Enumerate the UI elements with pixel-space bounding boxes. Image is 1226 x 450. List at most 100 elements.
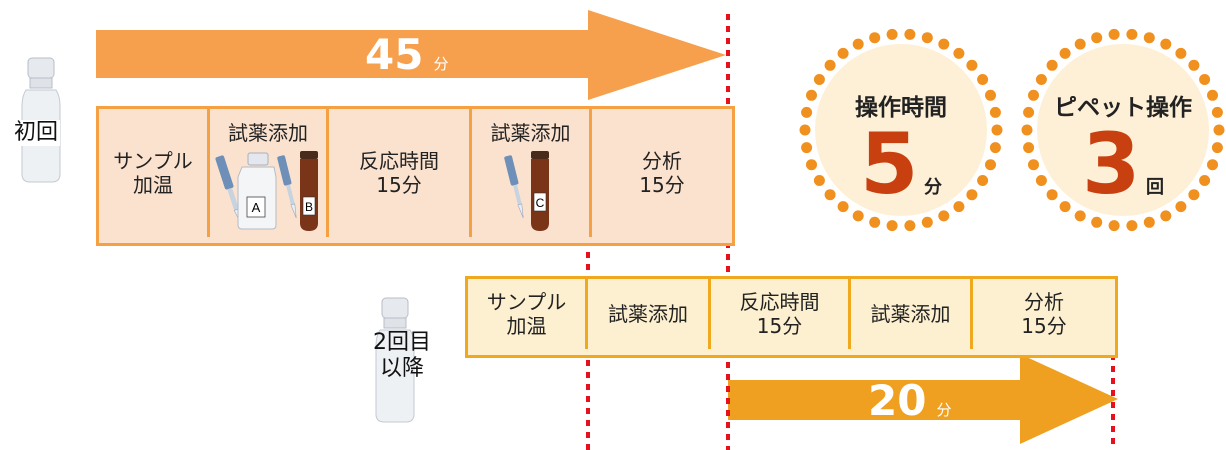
badge-dot — [1108, 28, 1120, 40]
second-step-5: 分析 15分 — [973, 279, 1115, 349]
badge-dot — [869, 216, 881, 228]
badge-dot — [985, 89, 996, 101]
badge-dot — [921, 32, 933, 44]
top-arrow-number: 45 — [365, 30, 424, 79]
step-line: 反応時間 — [359, 149, 439, 173]
badge-dot — [966, 189, 978, 201]
step-line: 加温 — [506, 314, 547, 338]
badge-dot — [869, 32, 881, 44]
badge-dot — [904, 28, 916, 40]
step-line: 15分 — [376, 173, 422, 197]
badge-background — [1037, 44, 1209, 216]
badge-dot — [852, 38, 864, 50]
badge-dot — [837, 201, 849, 213]
badge-dot — [801, 142, 813, 154]
second-run-label: 2回目 以降 — [362, 330, 442, 382]
step-line: 加温 — [133, 173, 173, 197]
tube-c-label: C — [535, 196, 544, 210]
badge-unit: 回 — [1146, 177, 1165, 198]
step-line: 試薬添加 — [490, 121, 571, 145]
tube-a-label: A — [252, 200, 261, 215]
badge-dot — [1126, 220, 1138, 232]
badge-dot — [1188, 59, 1200, 71]
second-run-label-line2: 以降 — [379, 356, 424, 381]
step-line: 試薬添加 — [228, 121, 308, 145]
badge-value: 5 — [859, 115, 919, 213]
badge-dot — [824, 189, 836, 201]
badge-dot — [824, 59, 836, 71]
badge-dot — [985, 159, 996, 171]
second-step-3: 反応時間 15分 — [711, 279, 851, 349]
first-step-4: 試薬添加 C — [472, 109, 592, 237]
first-run-label: 初回 — [12, 120, 61, 146]
badge-dot — [953, 47, 965, 59]
step-line: 分析 — [642, 149, 682, 173]
bottom-arrow — [728, 354, 1118, 444]
badge-dot — [991, 124, 1003, 136]
reagent-ab-icon: A B — [215, 151, 318, 231]
badge-pipette-count: ピペット操作 3 回 — [1040, 88, 1206, 212]
badge-dot — [1108, 220, 1120, 232]
badge-dot — [799, 124, 811, 136]
badge-title: ピペット操作 — [1054, 95, 1192, 121]
badge-dot — [904, 220, 916, 232]
badge-dot — [1046, 189, 1058, 201]
badge-unit: 分 — [924, 177, 943, 198]
badge-dot — [806, 159, 817, 171]
badge-dot — [1143, 32, 1155, 44]
step-line: 試薬添加 — [870, 302, 951, 326]
badge-dot — [1046, 59, 1058, 71]
badge-dot — [1188, 189, 1200, 201]
first-step-5: 分析 15分 — [592, 109, 732, 237]
badge-dot — [1059, 201, 1071, 213]
badge-dot — [1028, 89, 1039, 101]
first-step-1: サンプル 加温 — [99, 109, 210, 237]
second-step-1: サンプル 加温 — [468, 279, 588, 349]
badge-dot — [1023, 106, 1035, 118]
badge-dot — [953, 201, 965, 213]
badge-dot — [837, 47, 849, 59]
badge-dot — [886, 220, 898, 232]
step-line: 15分 — [1021, 314, 1067, 338]
second-run-label-line1: 2回目 — [373, 330, 431, 355]
step-line: 15分 — [639, 173, 685, 197]
bottom-arrow-label: 20 分 — [868, 376, 951, 425]
badge-dot — [1023, 142, 1035, 154]
first-step-2: 試薬添加 A B — [210, 109, 329, 237]
sample-bottle-2-icon — [375, 297, 415, 423]
badge-dot — [1021, 124, 1033, 136]
second-step-4: 試薬添加 — [851, 279, 973, 349]
step-line: 分析 — [1024, 290, 1064, 314]
badge-dot — [1175, 47, 1187, 59]
badge-dot — [1175, 201, 1187, 213]
second-step-2: 試薬添加 — [588, 279, 711, 349]
badge-operation-time: 操作時間 5 分 — [820, 88, 982, 212]
badge-dot — [989, 106, 1001, 118]
first-run-timeline: サンプル 加温 試薬添加 A B — [96, 106, 735, 246]
tube-b-label: B — [305, 200, 313, 214]
badge-dot — [1160, 210, 1172, 222]
badge-dot — [1091, 216, 1103, 228]
badge-dot — [806, 89, 817, 101]
badge-dot — [813, 175, 825, 186]
badge-dot — [977, 74, 989, 85]
badge-dot — [1199, 74, 1211, 85]
step-line: 15分 — [756, 314, 803, 338]
top-arrow-unit: 分 — [433, 55, 449, 73]
badge-dot — [977, 175, 989, 186]
badge-dot — [1211, 142, 1223, 154]
badge-dot — [1035, 175, 1047, 186]
second-run-timeline: サンプル 加温 試薬添加 反応時間 15分 試薬添加 分析 15分 — [465, 276, 1118, 358]
bottom-arrow-unit: 分 — [936, 401, 952, 419]
badge-dot — [1074, 210, 1086, 222]
badge-dot — [1207, 159, 1218, 171]
badge-value: 3 — [1081, 115, 1141, 213]
step-line: 反応時間 — [739, 290, 820, 314]
badge-dot — [921, 216, 933, 228]
badge-dot — [1091, 32, 1103, 44]
top-arrow-label: 45 分 — [365, 30, 448, 79]
reagent-c-icon: C — [503, 151, 549, 231]
badge-dot — [1199, 175, 1211, 186]
badge-dot — [801, 106, 813, 118]
